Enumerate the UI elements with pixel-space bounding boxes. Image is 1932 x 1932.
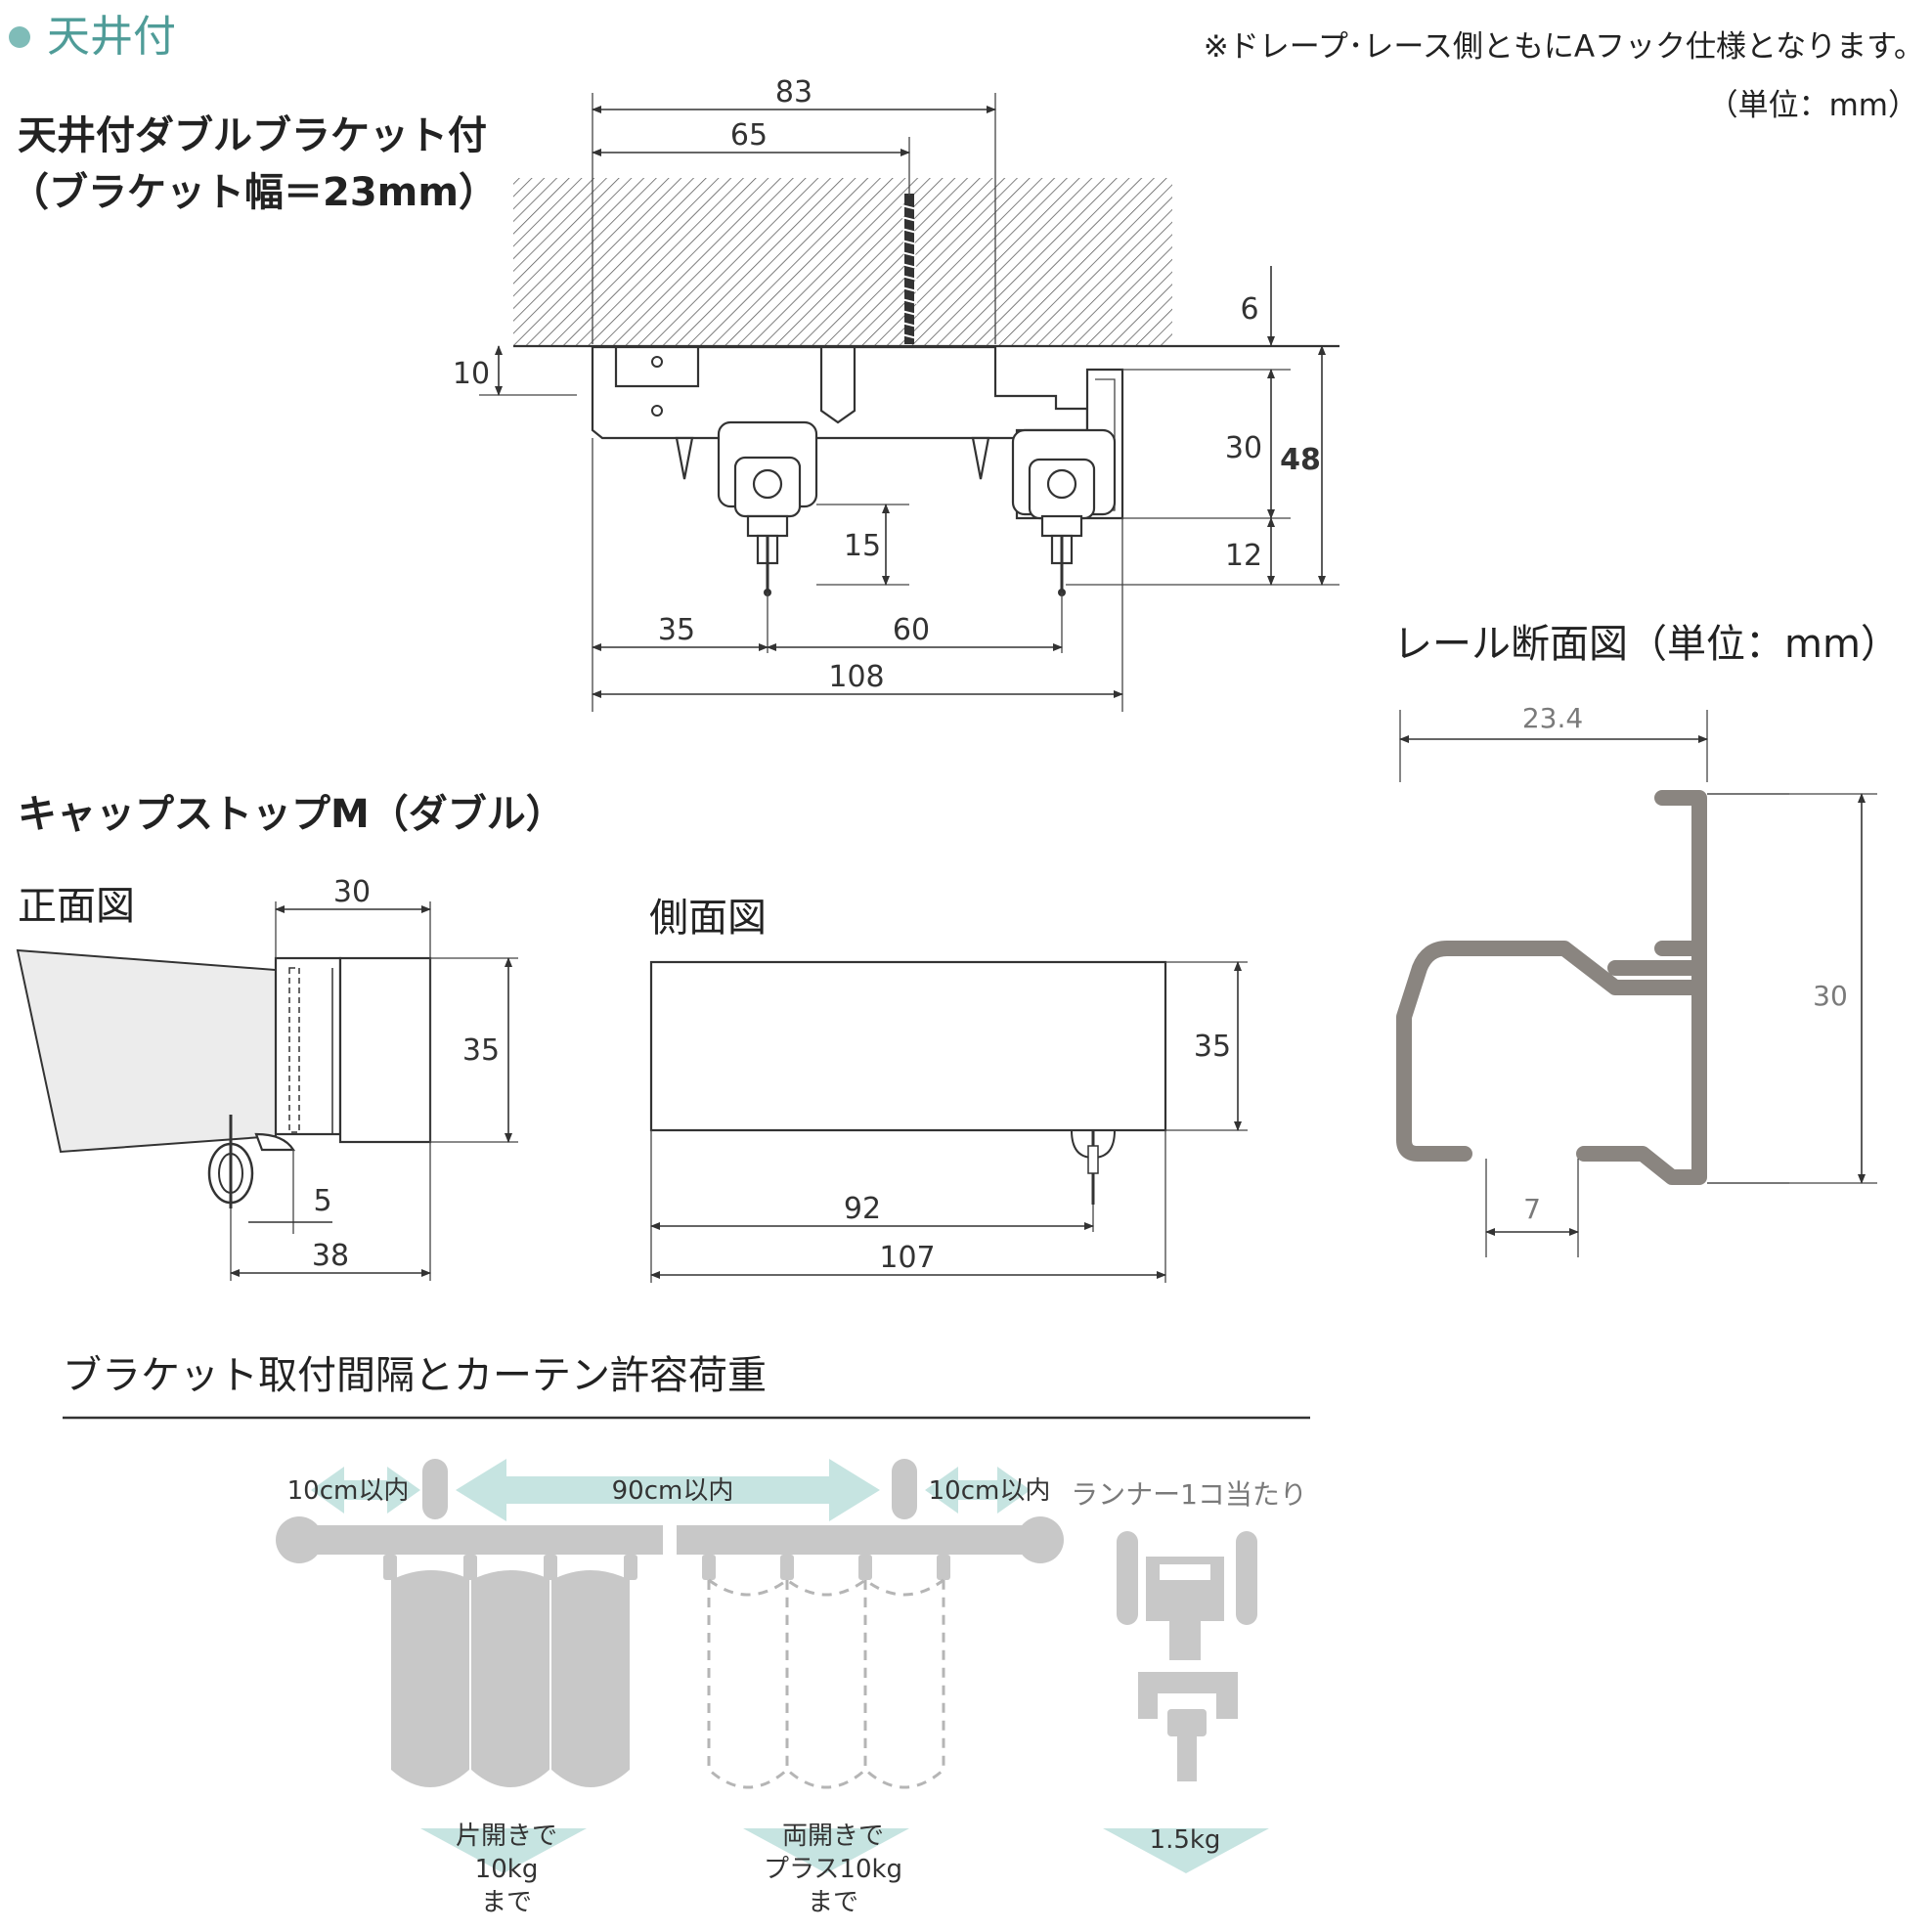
- bracket-foot: [971, 436, 990, 480]
- margin-arrow-left: [311, 1467, 420, 1514]
- both-sides-weight: プラス10kg: [764, 1855, 902, 1884]
- dim-10: 10: [453, 357, 490, 391]
- cap-outer: [338, 956, 432, 1144]
- rail-opening-dim: 7: [1523, 1193, 1541, 1225]
- bracket-title: 天井付ダブルブラケット付: [18, 113, 487, 158]
- right-margin-label: 10cm以内: [929, 1476, 1051, 1506]
- one-side-weight: 10kg: [475, 1855, 539, 1884]
- front-dim-35: 35: [462, 1033, 500, 1068]
- bracket-drawing: 83 65 6 10 30 48 15 12 35 60 108: [453, 75, 1339, 712]
- rail-section-title: レール断面図（単位：mm）: [1393, 622, 1900, 667]
- capstop-title: キャップストップM（ダブル）: [18, 792, 565, 837]
- side-view-label: 側面図: [649, 896, 767, 941]
- bracket-subtitle: （ブラケット幅＝23mm）: [10, 170, 498, 215]
- side-dim-35: 35: [1194, 1030, 1231, 1064]
- dashed-curtain: [707, 1578, 945, 1789]
- rail-width-dim: 23.4: [1522, 702, 1583, 734]
- screw-icon: [900, 194, 918, 344]
- rail-bar-right: [677, 1525, 1040, 1555]
- right-runner-icon: [1011, 428, 1117, 596]
- side-dim-92: 92: [844, 1192, 881, 1226]
- front-dim-5: 5: [313, 1184, 331, 1218]
- left-margin-label: 10cm以内: [287, 1476, 410, 1506]
- rail-cross-section: [1396, 790, 1707, 1185]
- one-side-label: 片開きで: [456, 1822, 557, 1851]
- front-dim-30: 30: [333, 875, 371, 909]
- dim-83: 83: [775, 75, 812, 110]
- runner-label: ランナー1コ当たり: [1071, 1478, 1307, 1511]
- load-diagram: 10cm以内 90cm以内 10cm以内 ランナー1コ当たり: [276, 1459, 1307, 1917]
- spec-note: ※ドレープ･レース側ともにAフック仕様となります。: [1204, 29, 1924, 65]
- section-bullet-icon: [9, 26, 30, 48]
- both-sides-label: 両開きで: [782, 1822, 884, 1851]
- side-dim-107: 107: [879, 1241, 935, 1275]
- runner-load: 1.5kg: [1150, 1825, 1221, 1855]
- dim-6: 6: [1240, 292, 1258, 327]
- dim-108: 108: [828, 660, 884, 694]
- left-runner-icon: [717, 420, 818, 596]
- bracket-right-icon: [892, 1459, 917, 1519]
- hook-ring-icon: [207, 1115, 254, 1208]
- bracket-foot: [675, 436, 694, 480]
- runner-icon: [1117, 1531, 1257, 1781]
- bracket-tab: [819, 345, 856, 424]
- dim-15: 15: [844, 529, 881, 563]
- load-arrow-left: [420, 1828, 587, 1873]
- capstop-side-view: 35 92 107: [649, 960, 1248, 1283]
- span-arrow: [456, 1459, 880, 1521]
- dim-12: 12: [1225, 539, 1262, 573]
- bracket-hole-icon: [651, 405, 663, 417]
- span-label: 90cm以内: [612, 1476, 734, 1506]
- load-arrow-mid: [743, 1828, 909, 1873]
- bracket-hole-icon: [651, 356, 663, 368]
- rail-body: [16, 948, 277, 1154]
- capstop-front-view: 30 35 5 38: [16, 875, 518, 1281]
- dim-65: 65: [730, 118, 768, 153]
- front-dim-38: 38: [312, 1239, 349, 1273]
- rail-height-dim: 30: [1813, 980, 1848, 1012]
- dim-30: 30: [1225, 431, 1262, 465]
- dim-60: 60: [893, 613, 930, 647]
- front-view-label: 正面図: [18, 884, 135, 929]
- unit-label: （単位：mm）: [1708, 88, 1918, 123]
- bracket-left-icon: [422, 1459, 448, 1519]
- ceiling-hatch: [513, 178, 1172, 346]
- cap-inner: [274, 956, 342, 1136]
- rail-bar-left: [299, 1525, 663, 1555]
- load-section-title: ブラケット取付間隔とカーテン許容荷重: [63, 1353, 767, 1398]
- capstop-side-body: [649, 960, 1167, 1132]
- load-arrow-right: [1103, 1828, 1269, 1873]
- both-sides-suffix: まで: [808, 1888, 858, 1917]
- rail-section-drawing: 23.4 30 7: [1396, 702, 1877, 1257]
- margin-arrow-right: [925, 1467, 1031, 1514]
- side-hook-icon: [1071, 1129, 1116, 1205]
- one-side-suffix: まで: [481, 1888, 532, 1917]
- runner-hooks: [383, 1555, 950, 1580]
- dim-35: 35: [658, 613, 695, 647]
- section-title: 天井付: [47, 12, 176, 62]
- dim-48: 48: [1280, 443, 1321, 477]
